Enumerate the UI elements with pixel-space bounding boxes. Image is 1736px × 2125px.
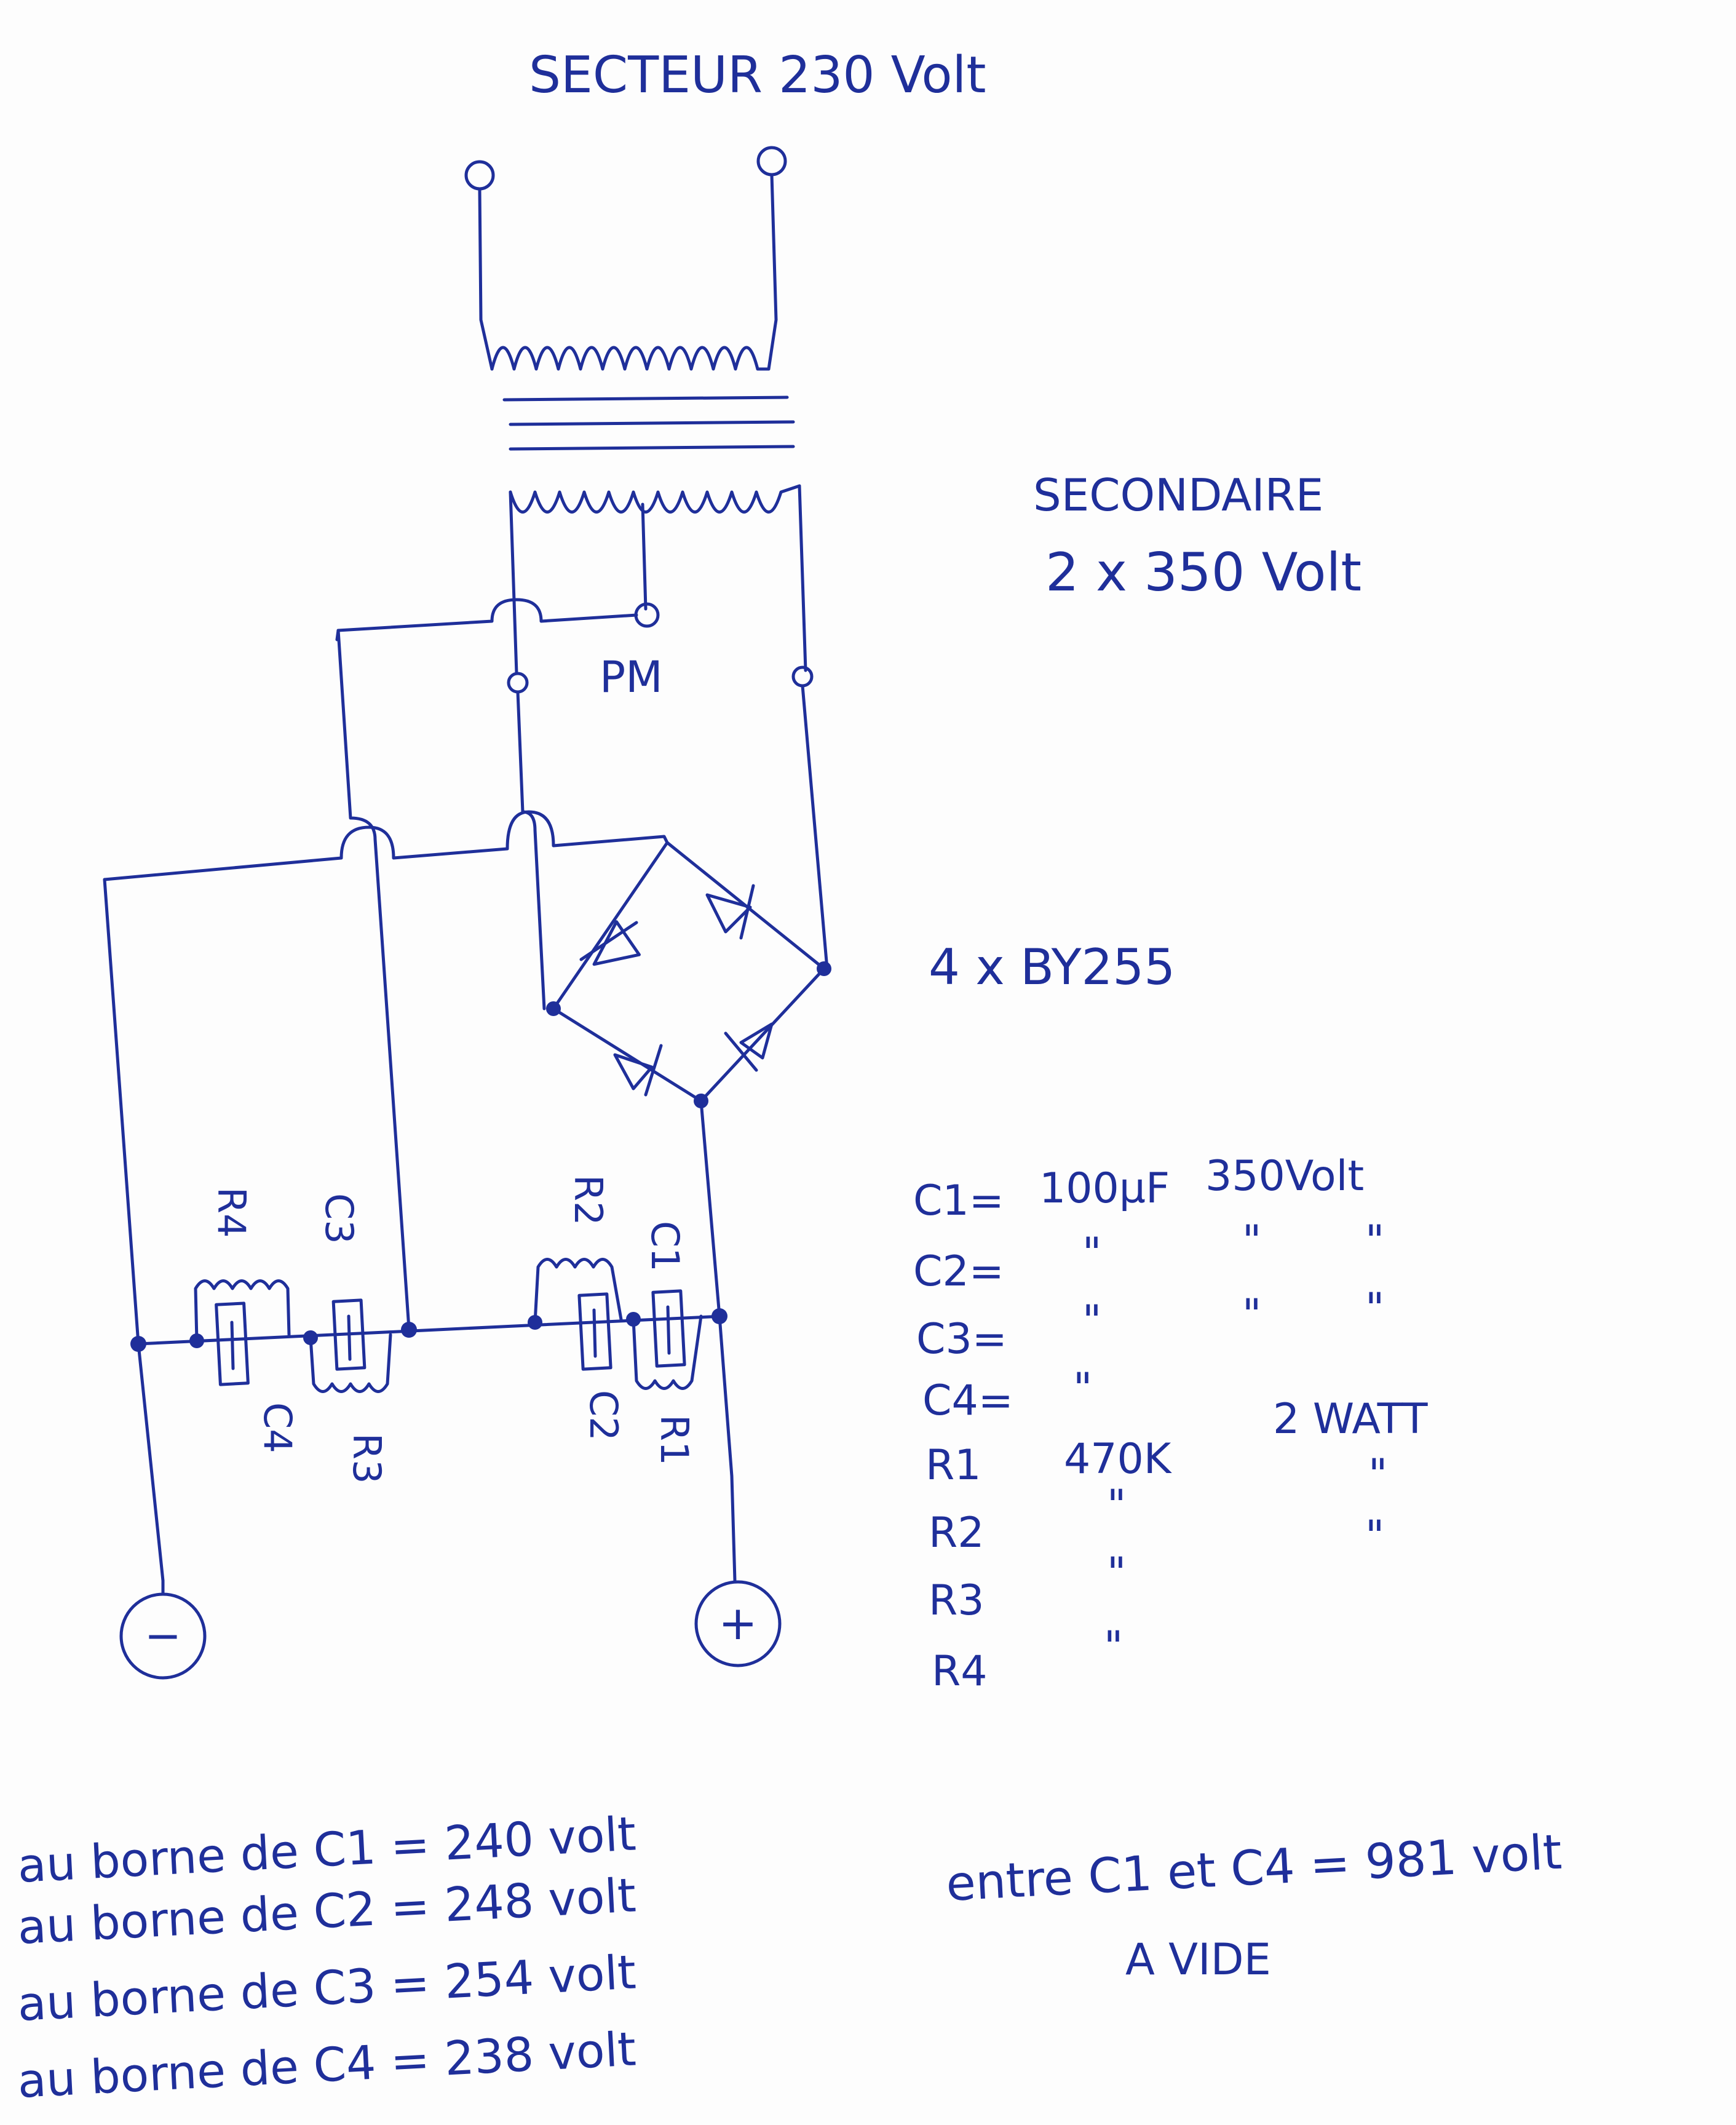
positive-terminal: + <box>694 1580 782 1667</box>
bridge-label: 4 x BY255 <box>929 939 1175 996</box>
center-tap-wire <box>335 598 638 641</box>
part-r3-rating: " <box>1365 1512 1384 1560</box>
center-tap-lead <box>641 502 648 611</box>
measurement-c3: au borne de C3 = 254 volt <box>16 1944 637 2032</box>
bridge-diamond <box>552 841 826 1103</box>
junction-c2-c1 <box>626 1312 641 1327</box>
center-tap-to-midpoint <box>336 629 411 1330</box>
secondary-terminal-right <box>791 665 814 688</box>
positive-terminal-sign: + <box>718 1595 758 1650</box>
part-r3-value: " <box>1107 1549 1126 1597</box>
part-r1-ref: R1 <box>925 1441 981 1490</box>
mains-terminal-right <box>756 146 787 177</box>
bridge-top-wire <box>103 810 669 881</box>
part-r1-rating: 2 WATT <box>1273 1395 1428 1444</box>
mains-lead-left <box>478 187 494 371</box>
mains-title: SECTEUR 230 Volt <box>529 46 986 105</box>
bridge-feed-right <box>801 684 829 971</box>
label-c1: C1 <box>643 1221 688 1272</box>
label-r1: R1 <box>652 1415 697 1466</box>
label-r3: R3 <box>344 1433 389 1484</box>
part-r1-value: 470K <box>1064 1435 1173 1484</box>
secondary-lead-right <box>798 484 807 672</box>
core-line <box>509 420 795 426</box>
part-c4-ref: C4= <box>922 1376 1013 1425</box>
no-load-label: A VIDE <box>1125 1934 1271 1985</box>
part-r2-value: " <box>1107 1481 1126 1530</box>
diode-d3-icon <box>613 1044 663 1097</box>
part-r3-ref: R3 <box>929 1576 985 1625</box>
diode-d1-icon <box>579 920 641 966</box>
core-line <box>509 445 795 451</box>
mains-lead-right <box>767 173 778 371</box>
chain-wire <box>137 1314 724 1346</box>
negative-rail <box>103 878 165 1583</box>
part-c2-rating: " <box>1242 1217 1261 1265</box>
secondary-terminal-left <box>507 672 529 694</box>
core-line <box>502 395 789 402</box>
negative-terminal: − <box>119 1592 207 1680</box>
part-c1-rating: 350Volt <box>1205 1152 1364 1201</box>
junction-c4-r4-left <box>189 1333 204 1348</box>
bridge-node-right <box>817 961 831 976</box>
part-r4-value: " <box>1104 1623 1123 1671</box>
bridge-node-left <box>546 1001 561 1016</box>
secondary-label: SECONDAIRE <box>1033 469 1323 521</box>
bridge-feed-left <box>516 690 546 1011</box>
part-c3-rating: " <box>1242 1290 1261 1339</box>
part-r2-rating: " <box>1368 1450 1387 1499</box>
secondary-voltage: 2 x 350 Volt <box>1045 542 1361 603</box>
junction-positive <box>711 1308 727 1324</box>
part-c4-value: " <box>1073 1364 1092 1413</box>
part-c3-extra: " <box>1365 1284 1384 1333</box>
total-voltage: entre C1 et C4 = 981 volt <box>945 1825 1563 1912</box>
part-r4-ref: R4 <box>932 1647 988 1696</box>
positive-rail <box>699 1099 737 1583</box>
primary-winding <box>490 346 771 371</box>
parts-list: C1= 100µF 350Volt C2= " " " C3= " " " C4… <box>913 1152 1428 1696</box>
c1-r1-pair <box>632 1289 703 1390</box>
mains-terminal-left <box>464 160 495 191</box>
c2-r2-pair <box>533 1258 623 1371</box>
label-c4: C4 <box>255 1402 300 1453</box>
part-c2-extra: " <box>1365 1217 1384 1265</box>
part-c1-value: 100µF <box>1039 1164 1170 1213</box>
part-c3-value: " <box>1082 1297 1101 1345</box>
part-c2-ref: C2= <box>913 1247 1004 1296</box>
measurement-c4: au borne de C4 = 238 volt <box>16 2021 637 2108</box>
secondary-lead-left <box>509 490 518 675</box>
label-c2: C2 <box>581 1390 626 1441</box>
junction-negative <box>130 1336 146 1352</box>
part-r2-ref: R2 <box>929 1509 985 1557</box>
center-tap-label: PM <box>600 652 663 702</box>
part-c2-value: " <box>1082 1229 1101 1277</box>
diode-d2-icon <box>705 884 755 940</box>
part-c3-ref: C3= <box>916 1315 1007 1364</box>
measurements: au borne de C1 = 240 volt au borne de C2… <box>16 1806 637 2108</box>
junction-midpoint <box>401 1322 417 1338</box>
bridge-rectifier <box>516 684 831 1108</box>
part-c1-ref: C1= <box>913 1177 1004 1225</box>
transformer <box>464 146 814 694</box>
diode-d4-icon <box>724 1022 774 1072</box>
negative-terminal-sign: − <box>145 1610 181 1661</box>
label-c3: C3 <box>317 1193 362 1244</box>
label-r2: R2 <box>566 1175 611 1226</box>
label-r4: R4 <box>209 1187 254 1238</box>
c4-r4-pair <box>194 1279 291 1386</box>
secondary-winding <box>509 484 801 514</box>
c3-r3-pair <box>309 1298 392 1393</box>
junction-c4-c3 <box>303 1330 318 1345</box>
junction-c2-r2-left <box>528 1315 542 1330</box>
